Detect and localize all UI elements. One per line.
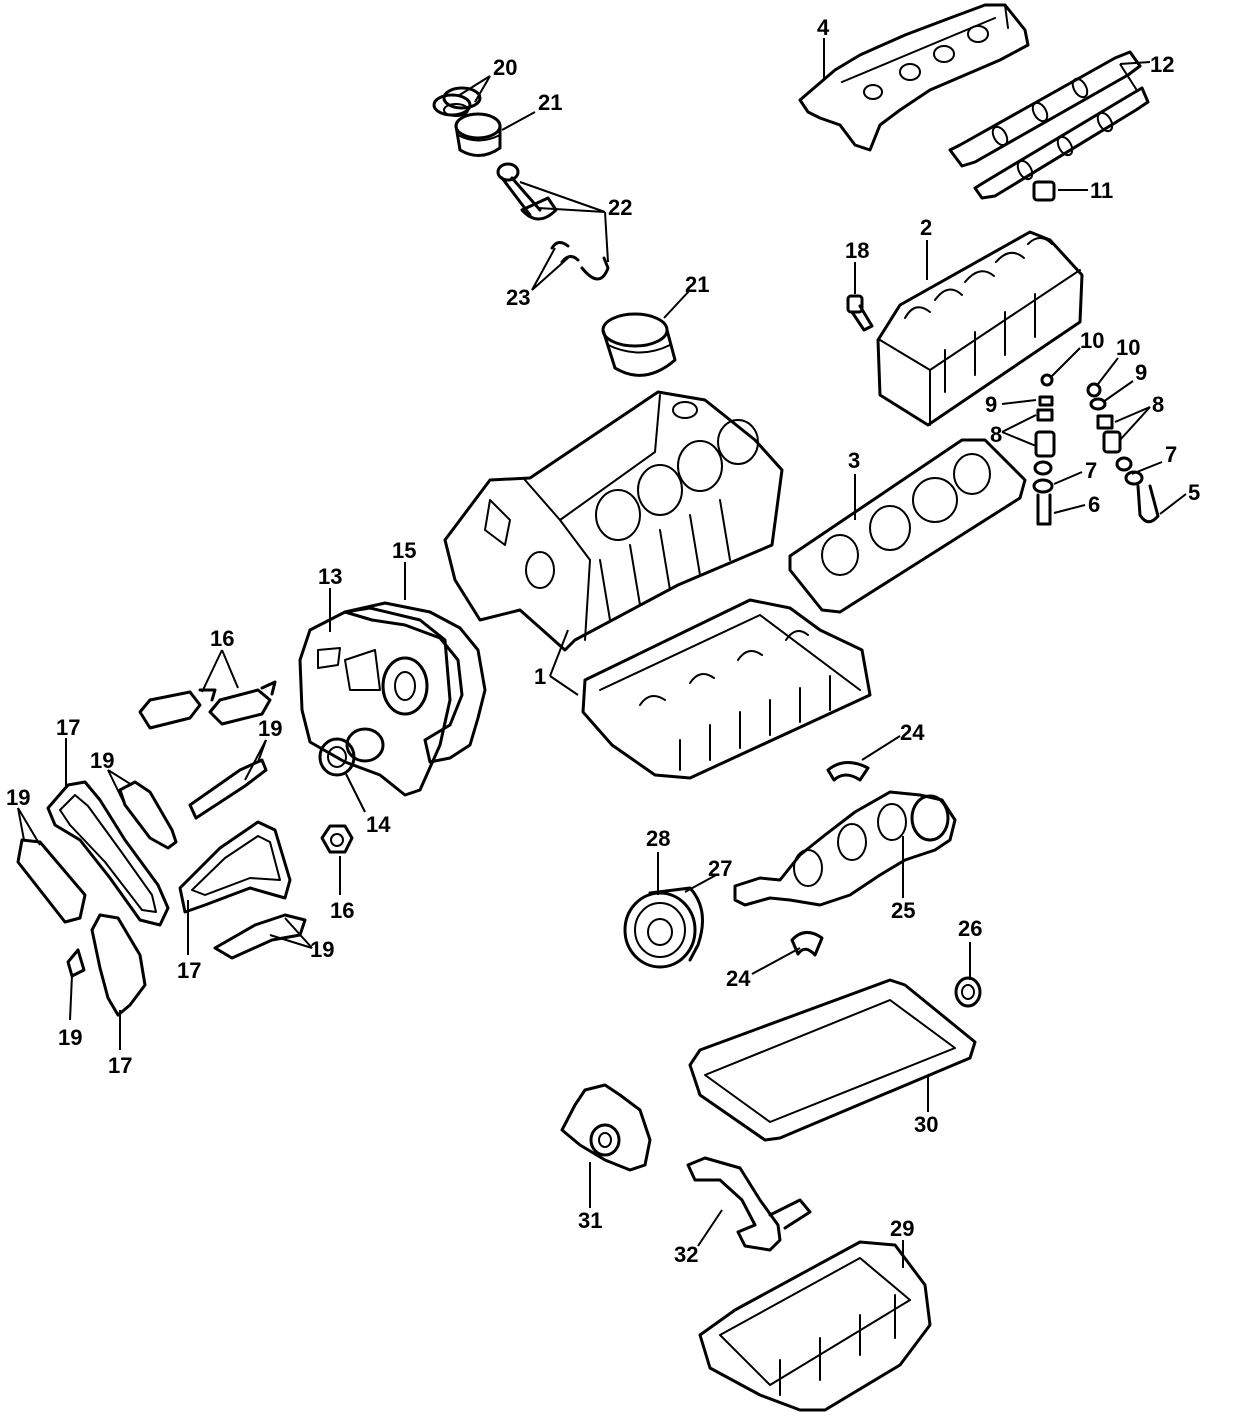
timing-chain-lower-part [90, 913, 147, 1017]
callout-6: 6 [1088, 492, 1100, 517]
valve-train-left-part [1032, 373, 1056, 526]
callout-21-main: 21 [685, 272, 709, 297]
callout-13: 13 [318, 564, 342, 589]
piston-top-part [454, 112, 502, 157]
callout-19-small: 19 [58, 1025, 82, 1050]
callout-27: 27 [708, 856, 732, 881]
callout-5: 5 [1188, 480, 1200, 505]
callout-16-nut: 16 [330, 898, 354, 923]
callout-17-lower: 17 [108, 1053, 132, 1078]
cylinder-head-part [876, 230, 1084, 427]
leader-lines [17, 38, 1187, 1268]
callout-7-right: 7 [1165, 442, 1177, 467]
callout-2: 2 [920, 215, 932, 240]
callout-19-upper: 19 [90, 748, 114, 773]
oil-pan-gasket-part [688, 978, 977, 1142]
callout-18: 18 [845, 238, 869, 263]
callout-21-top: 21 [538, 90, 562, 115]
callout-9-right: 9 [1135, 360, 1147, 385]
cylinder-block-upper-part [443, 390, 784, 652]
tensioner-nut-part [320, 824, 354, 854]
main-bearing-upper-part [826, 761, 870, 782]
oil-pickup-tube-part [686, 1156, 812, 1252]
callout-7-left: 7 [1085, 458, 1097, 483]
callout-17-center: 17 [177, 958, 201, 983]
timing-chain-center-part [178, 820, 292, 914]
rod-bearings-part [550, 241, 580, 264]
callout-30: 30 [914, 1112, 938, 1137]
callout-12: 12 [1150, 52, 1174, 77]
chain-tensioners-part [138, 680, 277, 730]
callout-16-tensioners: 16 [210, 626, 234, 651]
callout-8-left: 8 [990, 422, 1002, 447]
callout-8-right: 8 [1152, 392, 1164, 417]
callout-9-left: 9 [985, 392, 997, 417]
callout-labels: 1 2 3 4 5 6 7 7 8 8 9 9 10 10 11 12 13 1… [6, 15, 1200, 1267]
callout-14: 14 [366, 812, 391, 837]
callout-26: 26 [958, 916, 982, 941]
timing-chain-left-part [46, 780, 170, 927]
piston-rings-part [432, 86, 482, 117]
callout-10-right: 10 [1116, 335, 1140, 360]
callout-20: 20 [493, 55, 517, 80]
timing-chain-left-inner-part [59, 794, 157, 913]
callout-4: 4 [817, 15, 830, 40]
timing-cover-gasket-part [343, 601, 487, 764]
callout-17-left: 17 [56, 715, 80, 740]
oil-pan-part [698, 1240, 932, 1412]
main-bearing-lower-part [790, 931, 824, 957]
callout-31: 31 [578, 1208, 602, 1233]
callout-23: 23 [506, 285, 530, 310]
front-crank-seal-part [318, 737, 356, 777]
cylinder-block-lower-part [581, 598, 872, 780]
valve-train-right-part [1086, 382, 1160, 524]
head-plug-part [846, 294, 874, 332]
callout-19-mid: 19 [258, 716, 282, 741]
callout-25: 25 [891, 898, 915, 923]
callout-29: 29 [890, 1216, 914, 1241]
callout-1: 1 [534, 664, 546, 689]
head-gasket-part [788, 438, 1027, 614]
crankshaft-part [733, 790, 957, 907]
piston-main-part [601, 312, 677, 377]
callout-3: 3 [848, 448, 860, 473]
camshaft-plug-part [1032, 180, 1056, 202]
callout-32: 32 [674, 1242, 698, 1267]
connecting-rod-part [496, 162, 610, 281]
callout-28: 28 [646, 826, 670, 851]
callout-11: 11 [1090, 178, 1113, 203]
callout-10-left: 10 [1080, 328, 1104, 353]
chain-guides-part [16, 758, 307, 978]
camshafts-part [948, 50, 1150, 200]
harmonic-balancer-part [623, 886, 704, 969]
rear-main-seal-part [954, 976, 982, 1008]
callout-15: 15 [392, 538, 416, 563]
callout-24-upper: 24 [900, 720, 925, 745]
timing-chain-center-inner-part [191, 835, 281, 896]
callout-22: 22 [608, 195, 632, 220]
callout-19-left: 19 [6, 785, 30, 810]
oil-pump-part [560, 1083, 652, 1172]
valve-cover-part [798, 3, 1030, 152]
callout-19-lower: 19 [310, 937, 334, 962]
callout-24-lower: 24 [726, 966, 751, 991]
